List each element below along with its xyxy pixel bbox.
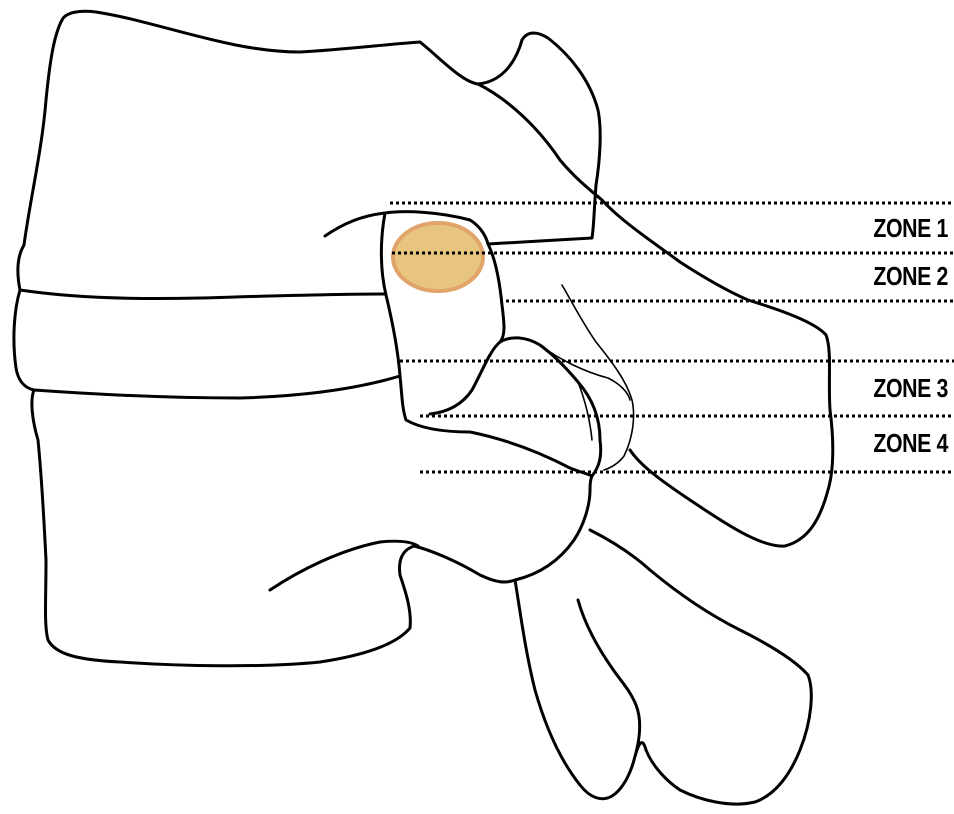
disc-left-edge	[14, 290, 34, 390]
lower-vertebral-body	[32, 390, 418, 666]
disc-lower-edge	[34, 376, 400, 398]
zone-4-label: ZONE 4	[873, 428, 948, 458]
lower-lamina-outline	[414, 476, 592, 582]
lower-transverse-outline	[590, 530, 811, 804]
zone-3-label: ZONE 3	[873, 373, 948, 403]
zone-1-label: ZONE 1	[873, 213, 948, 243]
upper-posterior-outline	[478, 84, 833, 546]
zone-2-label: ZONE 2	[873, 261, 948, 291]
disc-upper-edge	[20, 290, 385, 299]
lower-spinous-outline	[515, 580, 646, 799]
highlighted-region	[393, 223, 483, 291]
